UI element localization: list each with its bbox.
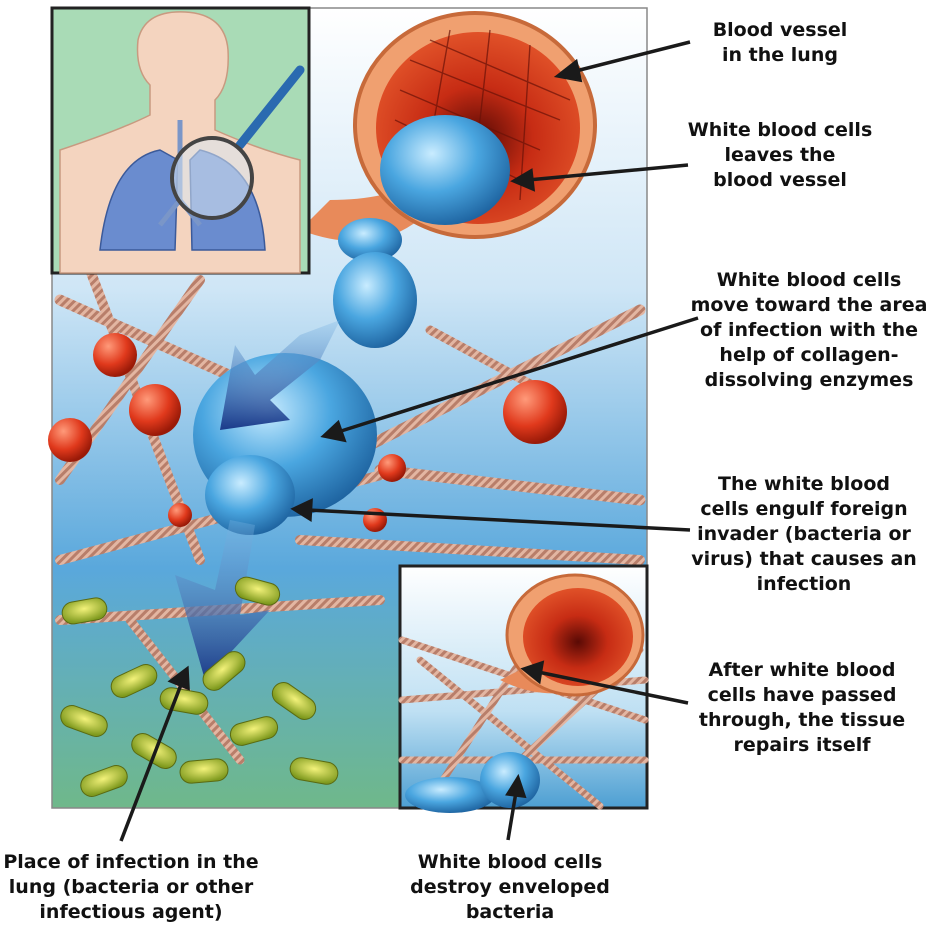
label-infection-place: Place of infection in the lung (bacteria… [0, 850, 262, 925]
human-lung-inset [52, 8, 309, 273]
label-wbc-leave: White blood cells leaves the blood vesse… [660, 118, 900, 193]
label-blood-vessel: Blood vessel in the lung [670, 18, 890, 68]
label-wbc-engulf: The white blood cells engulf foreign inv… [690, 472, 918, 597]
label-wbc-destroy: White blood cells destroy enveloped bact… [400, 850, 620, 925]
tissue-repair-inset [400, 566, 647, 813]
label-wbc-move: White blood cells move toward the area o… [690, 268, 928, 393]
label-tissue-repair: After white blood cells have passed thro… [690, 658, 914, 758]
